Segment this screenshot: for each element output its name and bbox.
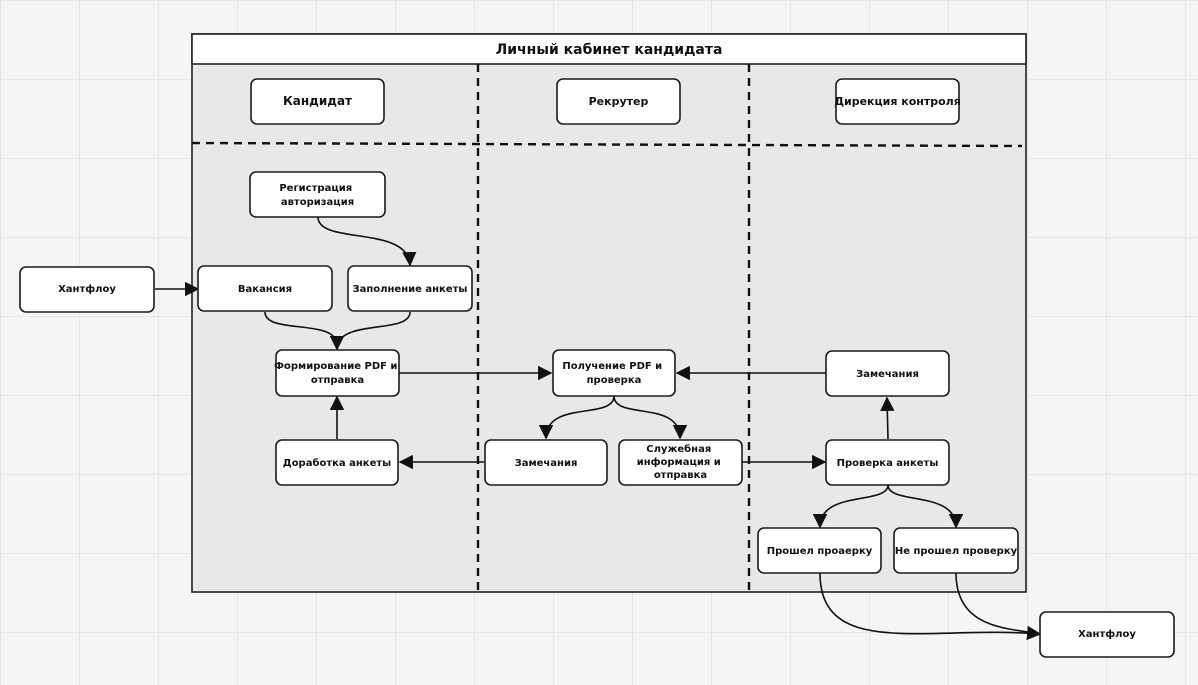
- service-info-line-1: Служебная: [646, 443, 711, 455]
- pdf-receive-check-line-2: проверка: [587, 375, 642, 386]
- vacancy-node[interactable]: Вакансия: [197, 265, 333, 312]
- registration-label-line-2: авторизация: [281, 197, 354, 208]
- questionnaire-check-node[interactable]: Проверка анкеты: [825, 439, 950, 486]
- lane-header-recruiter: Рекрутер: [556, 78, 681, 125]
- questionnaire-fill-label: Заполнение анкеты: [353, 284, 468, 295]
- registration-label-line-1: Регистрация: [279, 183, 352, 194]
- lane-header-control: Дирекция контроля: [834, 78, 961, 125]
- check-passed-node[interactable]: Прошел проаерку: [757, 527, 882, 574]
- lane-label-candidate: Кандидат: [283, 94, 352, 108]
- edge-receive-to-remarks: [538, 395, 615, 440]
- lane-label-recruiter: Рекрутер: [589, 95, 649, 108]
- lane-header-candidate: Кандидат: [250, 78, 385, 125]
- edge-failed-to-huntflow: [955, 572, 1041, 635]
- service-info-line-3: отправка: [654, 470, 707, 481]
- board-frame: Личный кабинет кандидата: [191, 33, 1027, 593]
- lane-label-control: Дирекция контроля: [834, 95, 961, 108]
- control-remarks-node[interactable]: Замечания: [825, 350, 950, 397]
- check-failed-node[interactable]: Не прошел проверку: [893, 527, 1019, 574]
- questionnaire-rework-label: Доработка анкеты: [283, 457, 391, 469]
- edge-check-to-failed: [887, 484, 964, 529]
- pdf-receive-check-line-1: Получение PDF и: [562, 361, 662, 372]
- edge-receive-to-service-info: [613, 395, 688, 440]
- service-info-send-node[interactable]: Служебная информация и отправка: [618, 439, 743, 486]
- edge-check-to-passed: [812, 484, 889, 529]
- registration-node[interactable]: Регистрация авторизация: [249, 171, 386, 218]
- edge-registration-to-questionnaire: [317, 216, 417, 267]
- pdf-receive-check-node[interactable]: Получение PDF и проверка: [552, 349, 676, 397]
- edge-check-to-control-remarks: [880, 396, 895, 440]
- huntflow-target-node[interactable]: Хантфлоу: [1039, 611, 1175, 658]
- edges: [155, 216, 1042, 641]
- questionnaire-fill-node[interactable]: Заполнение анкеты: [347, 265, 473, 312]
- lane-dividers: [191, 64, 1023, 590]
- service-info-send-label: Служебная информация и отправка: [637, 443, 725, 481]
- board-title: Личный кабинет кандидата: [496, 42, 723, 58]
- pdf-form-send-line-2: отправка: [311, 375, 364, 386]
- pdf-form-send-node[interactable]: Формирование PDF и отправка: [274, 349, 401, 397]
- huntflow-target-label: Хантфлоу: [1078, 628, 1136, 640]
- check-passed-label: Прошел проаерку: [767, 546, 873, 557]
- huntflow-source-node[interactable]: Хантфлоу: [19, 266, 155, 313]
- service-info-line-2: информация и: [637, 456, 721, 468]
- vacancy-label: Вакансия: [238, 284, 292, 295]
- pdf-form-send-label: Формирование PDF и отправка: [274, 361, 401, 386]
- edge-questionnaire-to-pdf: [329, 311, 411, 351]
- edge-passed-to-huntflow: [819, 572, 1042, 641]
- recruiter-remarks-node[interactable]: Замечания: [484, 439, 608, 486]
- huntflow-source-label: Хантфлоу: [58, 283, 116, 295]
- recruiter-remarks-label: Замечания: [515, 458, 578, 469]
- pdf-form-send-line-1: Формирование PDF и: [274, 361, 397, 372]
- registration-label: Регистрация авторизация: [279, 183, 355, 208]
- header-divider: [191, 141, 1023, 148]
- questionnaire-check-label: Проверка анкеты: [837, 458, 939, 469]
- check-failed-label: Не прошел проверку: [895, 546, 1018, 557]
- control-remarks-label: Замечания: [856, 369, 919, 380]
- questionnaire-rework-node[interactable]: Доработка анкеты: [275, 439, 399, 486]
- pdf-receive-check-label: Получение PDF и проверка: [562, 361, 665, 386]
